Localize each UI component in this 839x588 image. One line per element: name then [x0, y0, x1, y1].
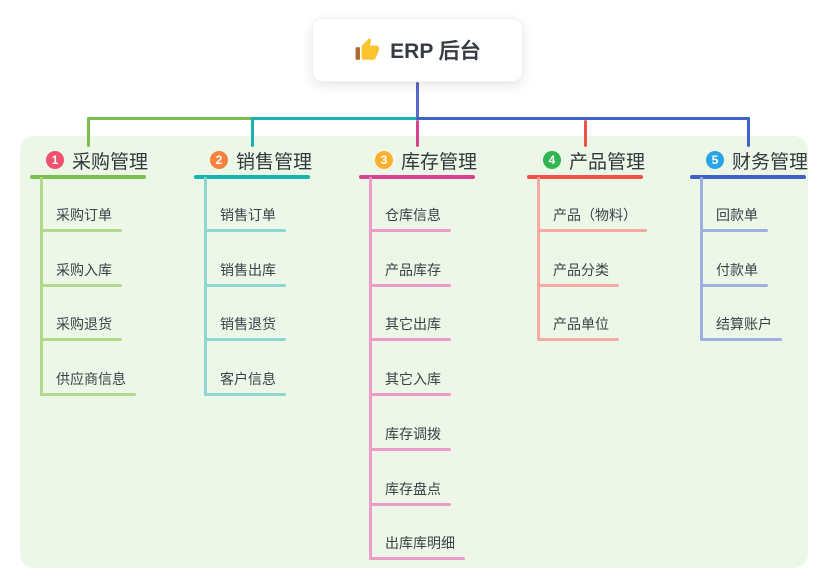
branch-number-badge: 4 [543, 151, 561, 169]
leaf-underline [369, 393, 451, 397]
branch-node: 5 财务管理回款单付款单结算账户 [690, 0, 839, 588]
thumbs-up-icon [355, 38, 380, 60]
leaf-node[interactable]: 出库库明细 [385, 535, 455, 552]
leaf-underline [369, 502, 451, 506]
leaf-node[interactable]: 销售退货 [220, 316, 276, 333]
leaf-node[interactable]: 库存调拨 [385, 425, 441, 442]
branch-trunk-line [369, 177, 372, 561]
leaf-node[interactable]: 客户信息 [220, 371, 276, 388]
leaf-underline [700, 338, 782, 342]
branch-title-underline [527, 175, 643, 179]
branch-node: 1 采购管理采购订单采购入库采购退货供应商信息 [30, 0, 200, 588]
leaf-underline [369, 557, 465, 561]
leaf-node[interactable]: 采购退货 [56, 316, 112, 333]
leaf-node[interactable]: 采购订单 [56, 207, 112, 223]
leaf-node[interactable]: 付款单 [716, 261, 758, 278]
leaf-underline [40, 283, 122, 287]
branch-title[interactable]: 3 库存管理 [375, 148, 478, 173]
branch-number-badge: 5 [706, 151, 724, 169]
connector-bus-segment [86, 116, 254, 120]
leaf-underline [204, 393, 286, 397]
branch-trunk-line [537, 177, 540, 342]
leaf-underline [537, 283, 619, 287]
leaf-underline [700, 283, 768, 287]
branch-title-underline [30, 175, 146, 179]
leaf-underline [369, 283, 451, 287]
leaf-underline [537, 338, 619, 342]
leaf-underline [369, 338, 451, 342]
leaf-node[interactable]: 库存盘点 [385, 480, 441, 497]
branch-trunk-line [700, 177, 703, 342]
branch-title-underline [690, 175, 806, 179]
leaf-node[interactable]: 仓库信息 [385, 207, 441, 223]
connector-bus-segment [415, 116, 750, 120]
leaf-node[interactable]: 产品分类 [553, 261, 609, 278]
branch-node: 2 销售管理销售订单销售出库销售退货客户信息 [194, 0, 364, 588]
leaf-node[interactable]: 供应商信息 [56, 371, 126, 388]
leaf-underline [204, 338, 286, 342]
root-node[interactable]: ERP 后台 [312, 18, 523, 82]
leaf-node[interactable]: 结算账户 [716, 316, 772, 333]
branch-title[interactable]: 1 采购管理 [46, 148, 149, 173]
connector-branch-drop [250, 116, 254, 147]
leaf-underline [537, 229, 647, 232]
branch-node: 3 库存管理仓库信息产品库存其它出库其它入库库存调拨库存盘点出库库明细 [359, 0, 529, 588]
leaf-node[interactable]: 其它入库 [385, 371, 441, 388]
leaf-node[interactable]: 产品库存 [385, 261, 441, 278]
branch-number-badge: 1 [46, 151, 64, 169]
leaf-node[interactable]: 销售订单 [220, 207, 276, 223]
connector-branch-drop [583, 119, 587, 147]
connector-branch-drop [746, 116, 750, 147]
leaf-node[interactable]: 回款单 [716, 207, 758, 223]
leaf-node[interactable]: 产品单位 [553, 316, 609, 333]
branch-number-badge: 2 [210, 151, 228, 169]
leaf-underline [369, 447, 451, 451]
branches-panel [20, 136, 808, 568]
branch-title-label: 产品管理 [569, 151, 646, 173]
branch-node: 4 产品管理产品（物料） 产品分类产品单位 [527, 0, 697, 588]
leaf-underline [204, 283, 286, 287]
branch-title-underline [194, 175, 310, 179]
connector-branch-drop [415, 119, 419, 147]
leaf-underline [40, 229, 122, 232]
branch-number-badge: 3 [375, 151, 393, 169]
branch-title-label: 采购管理 [72, 151, 149, 173]
leaf-node[interactable]: 产品（物料） [553, 207, 637, 223]
branch-title-label: 库存管理 [401, 151, 478, 173]
connector-root-drop [415, 82, 419, 120]
branch-title[interactable]: 5 财务管理 [706, 148, 809, 173]
branch-title[interactable]: 4 产品管理 [543, 148, 646, 173]
leaf-underline [700, 229, 768, 232]
branch-title-label: 财务管理 [732, 151, 809, 173]
leaf-node[interactable]: 其它出库 [385, 316, 441, 333]
leaf-node[interactable]: 销售出库 [220, 261, 276, 278]
branch-title-underline [359, 175, 475, 179]
leaf-underline [204, 229, 286, 232]
leaf-underline [40, 338, 122, 342]
branch-title-label: 销售管理 [236, 151, 313, 173]
connector-bus-segment [250, 116, 419, 120]
leaf-underline [369, 229, 451, 232]
branch-title[interactable]: 2 销售管理 [210, 148, 313, 173]
leaf-node[interactable]: 采购入库 [56, 261, 112, 278]
root-node-label: ERP 后台 [390, 40, 481, 63]
connector-branch-drop [86, 116, 90, 147]
leaf-underline [40, 393, 136, 397]
